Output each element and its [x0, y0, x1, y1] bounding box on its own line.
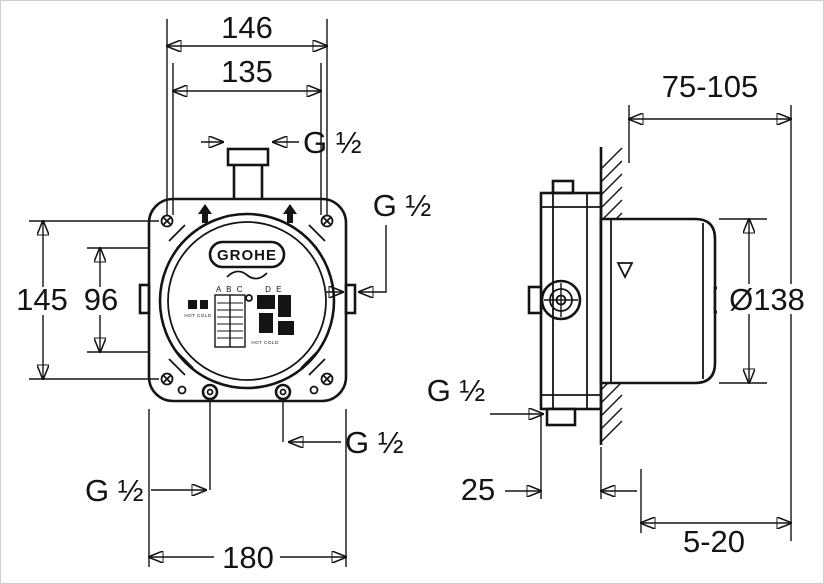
grohe-wave-icon [226, 270, 268, 280]
side-body [527, 179, 603, 427]
dim-diameter: Ø138 [729, 282, 805, 317]
cover-outline [599, 217, 717, 385]
thread-right-label: G ½ [373, 188, 432, 223]
up-arrow-icon [198, 204, 212, 223]
dim-width-top: 146 [221, 10, 273, 45]
grohe-logo-text: GROHE [217, 247, 277, 264]
thread-bottom-right-label: G ½ [345, 425, 404, 460]
thread-top-label: G ½ [303, 125, 362, 160]
dim-height-left: 145 [16, 282, 68, 317]
corner-clamp-marks [168, 224, 326, 376]
dim-width-inner: 135 [221, 54, 273, 89]
front-recess-inner-circle [167, 221, 327, 381]
bottom-ports [177, 383, 319, 401]
sticker-abc-label: A B C [216, 285, 244, 294]
front-recess-outer-circle [158, 212, 336, 390]
dimension-lines [29, 19, 791, 567]
screw-icon [161, 373, 173, 385]
thread-bottom-left-label: G ½ [85, 473, 144, 508]
grohe-logo-badge: GROHE [208, 240, 286, 280]
side-view [527, 147, 725, 445]
sticker-de-label: D E [265, 285, 283, 294]
side-cover [599, 217, 725, 385]
thread-side-label: G ½ [427, 373, 486, 408]
dimension-labels: 146 135 145 96 180 G ½ G ½ G ½ G ½ 75-10… [13, 10, 817, 575]
dim-finish-range: 5-20 [683, 524, 745, 559]
dim-offset-bottom: 25 [461, 472, 495, 507]
flow-direction-arrows [198, 204, 297, 223]
screw-icon [321, 215, 333, 227]
front-left-tab [138, 283, 151, 315]
sticker-hot-cold-label-2: HOT COLD [251, 340, 278, 345]
screw-icon [321, 373, 333, 385]
front-right-tab [344, 283, 357, 315]
up-arrow-icon [283, 204, 297, 223]
dim-width-bottom: 180 [222, 540, 274, 575]
alignment-triangle-mark [616, 262, 634, 280]
front-view: GROHE A B C D E HOT COLD HOT COLD [138, 147, 357, 403]
dim-height-inner: 96 [84, 282, 118, 317]
product-sticker: A B C D E HOT COLD HOT COLD [184, 285, 294, 348]
dim-depth-range: 75-105 [662, 69, 759, 104]
screw-icon [161, 215, 173, 227]
front-top-pipe [226, 147, 270, 199]
sticker-hot-cold-label: HOT COLD [184, 313, 211, 318]
side-port-boss [540, 279, 582, 321]
